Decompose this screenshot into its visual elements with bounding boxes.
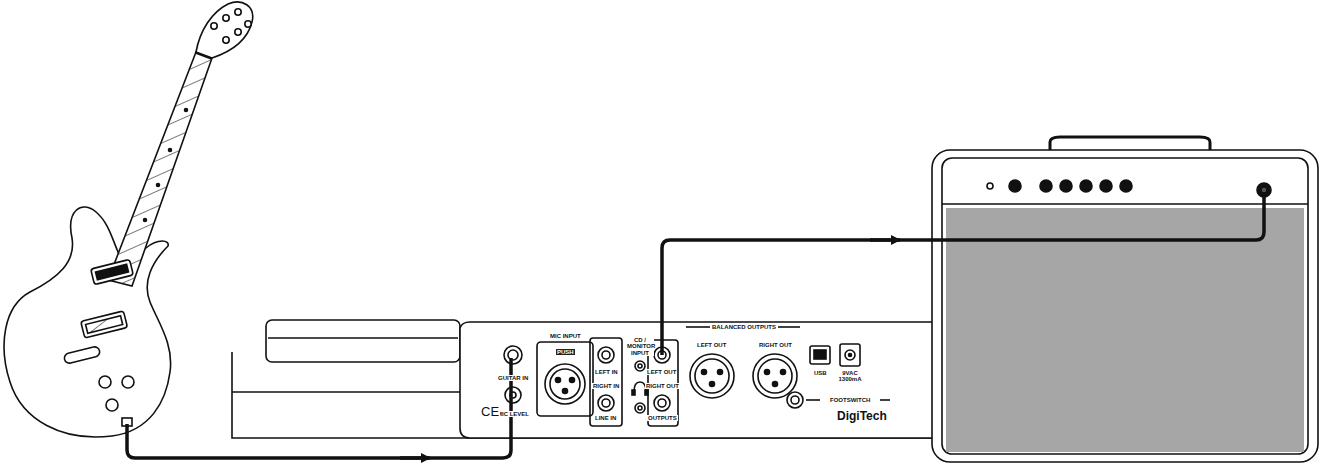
jack-label: FOOTSWITCH xyxy=(829,397,871,403)
brand-logo: DigiTech xyxy=(835,410,889,423)
jack-label: MIC INPUT xyxy=(549,333,582,339)
jack-label: LEFT OUT xyxy=(646,369,677,375)
port-label: USB xyxy=(813,370,828,376)
jack-label: OUTPUTS xyxy=(647,415,678,421)
cable xyxy=(127,192,1264,458)
guitar xyxy=(4,2,253,437)
jack-label: GUITAR IN xyxy=(497,375,529,381)
knob-label: MIC LEVEL xyxy=(496,411,530,417)
jack-label: LEFT IN xyxy=(594,369,619,375)
cable-arrow xyxy=(870,238,900,242)
jack-label: LEFT OUT xyxy=(696,342,727,348)
jack-label: RIGHT OUT xyxy=(758,342,793,348)
power-label: 9VAC 1300mA xyxy=(837,370,863,383)
jack-label: RIGHT IN xyxy=(592,383,620,389)
certification-mark: CE xyxy=(480,405,500,419)
amplifier xyxy=(932,137,1318,462)
jack-label: RIGHT OUT xyxy=(645,383,680,389)
jack-label: CD / MONITOR INPUT xyxy=(626,337,654,356)
jack-label: LINE IN xyxy=(594,415,617,421)
button-label: PUSH xyxy=(556,349,575,355)
group-label: BALANCED OUTPUTS xyxy=(711,324,777,330)
cable-arrow xyxy=(400,456,430,460)
